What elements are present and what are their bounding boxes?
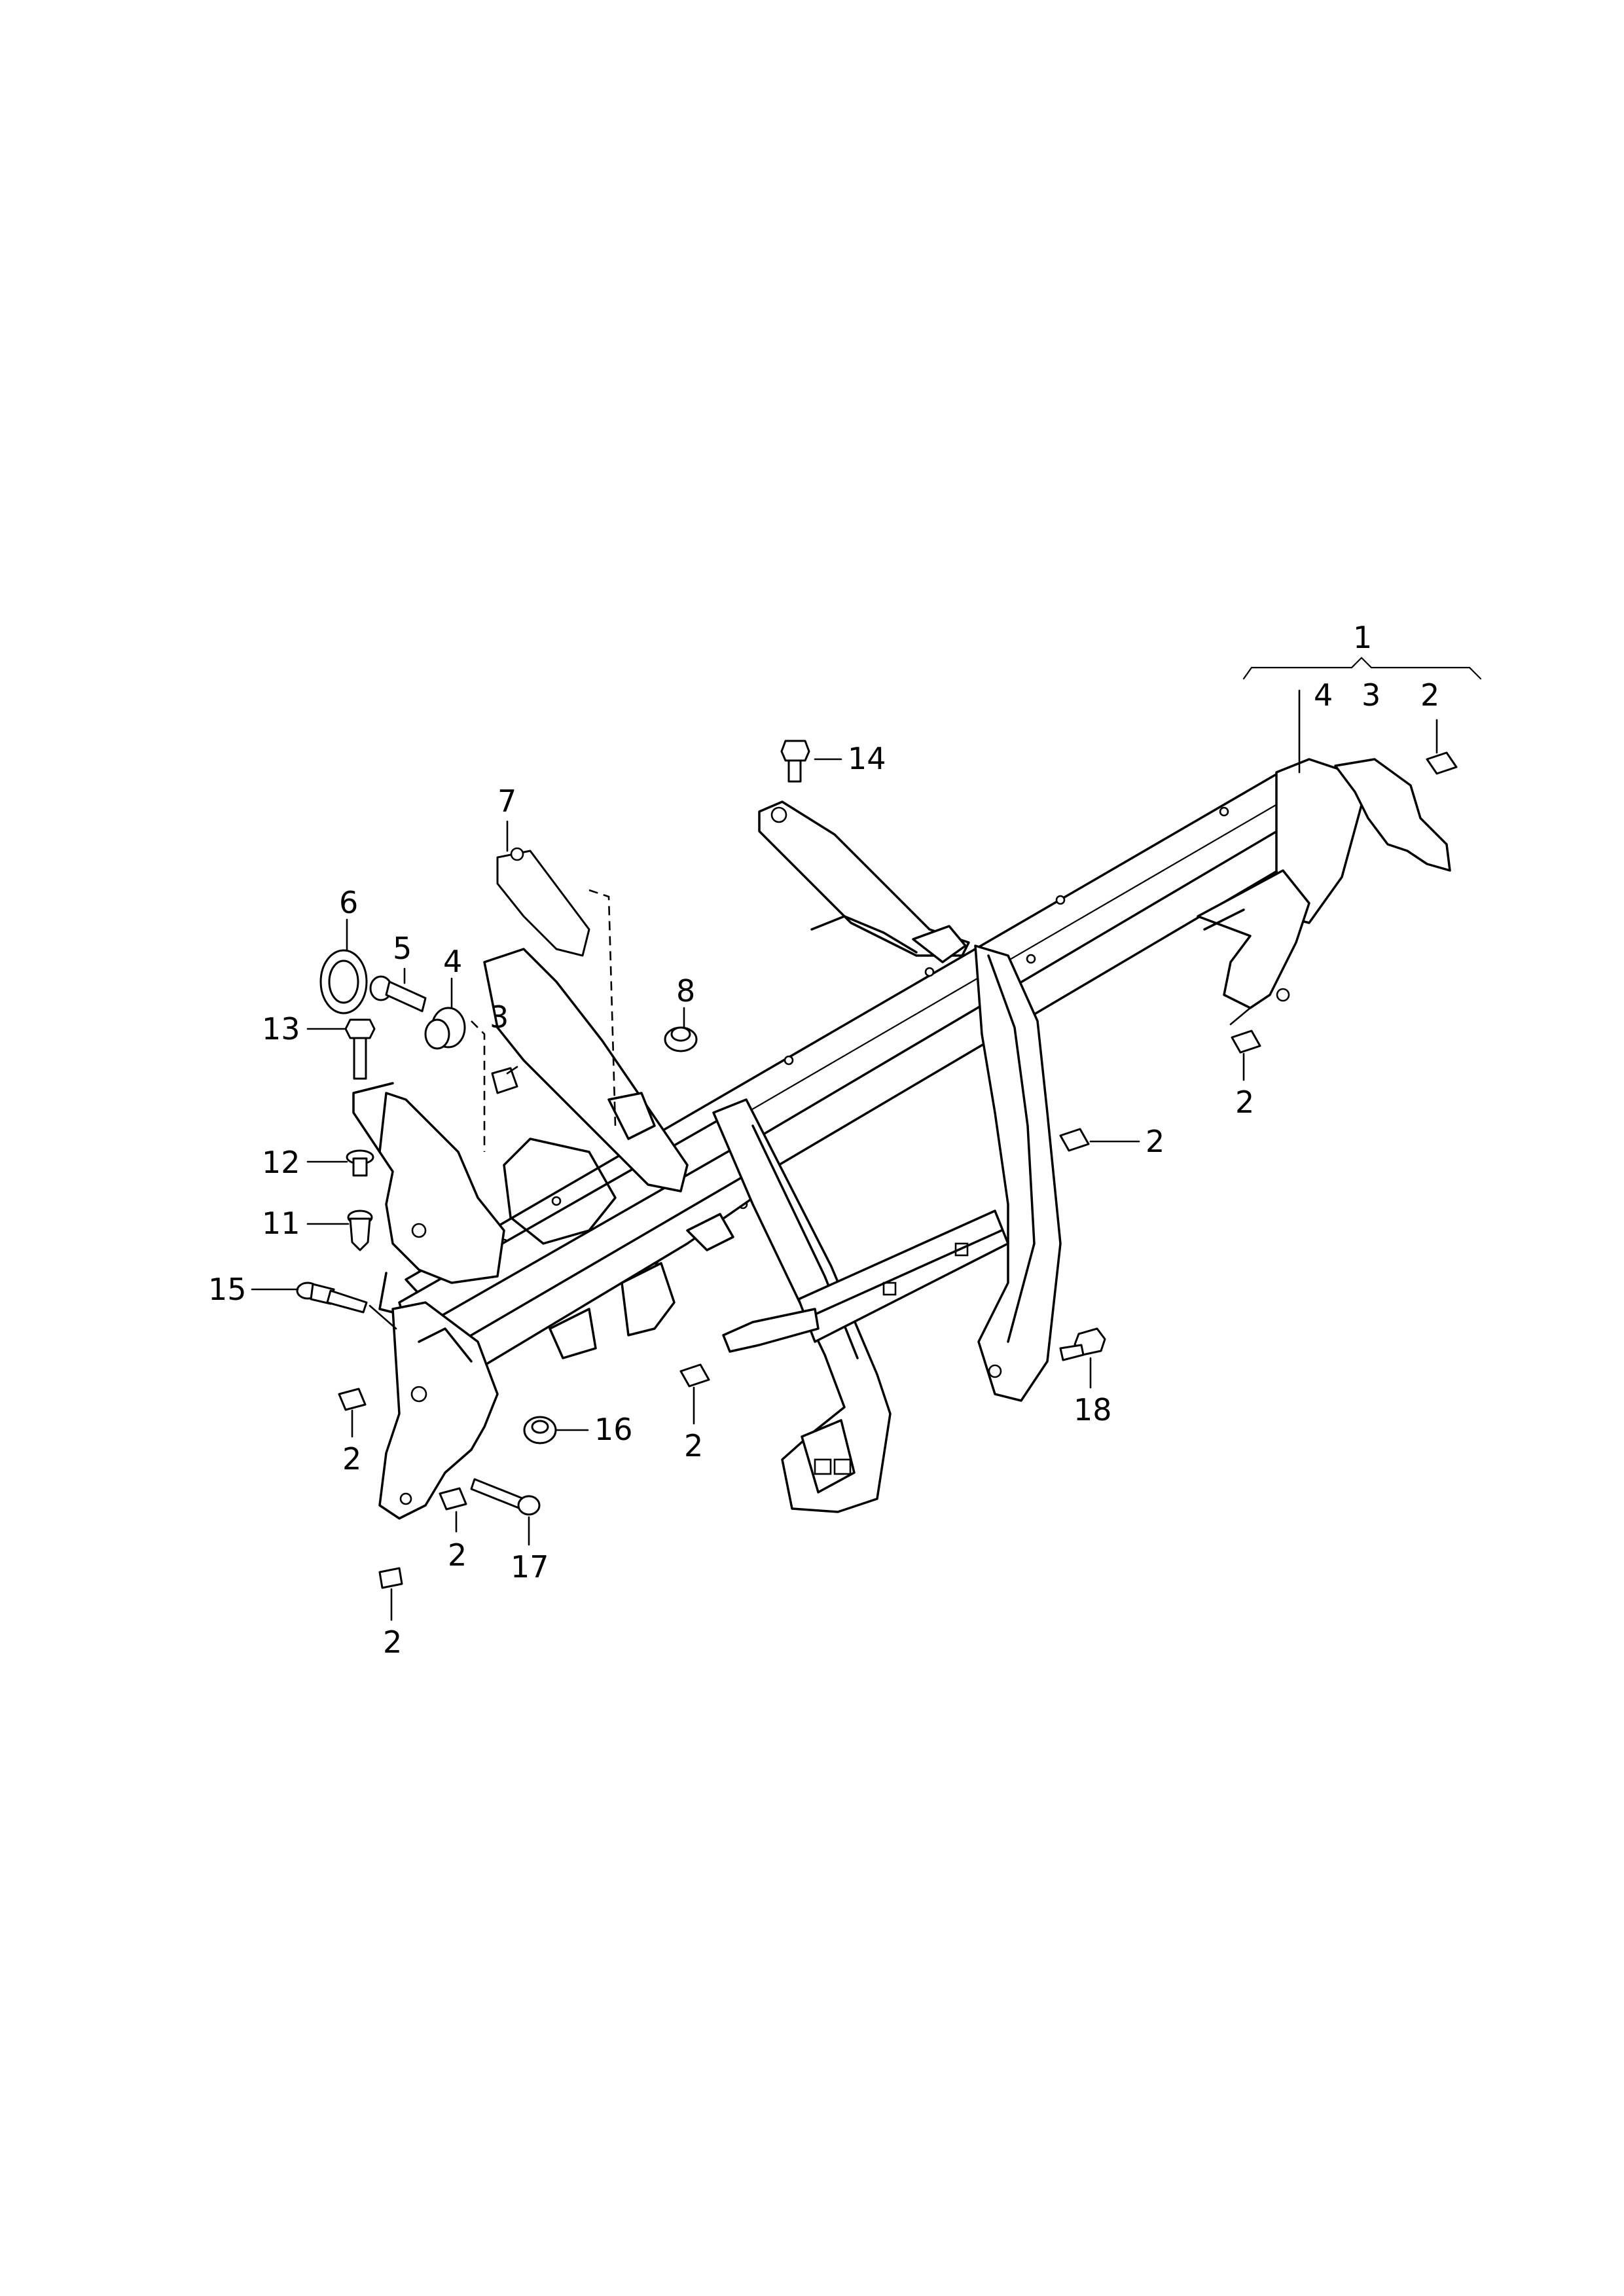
clip-nut-2b xyxy=(1231,1030,1261,1054)
callout-13: 13 xyxy=(262,1011,300,1047)
callout-15: 15 xyxy=(208,1272,247,1307)
clip-nut-2a xyxy=(1426,751,1458,775)
clip-nut-2g xyxy=(378,1567,403,1589)
left-lower-bracket xyxy=(378,1301,499,1520)
column-bracket xyxy=(758,800,970,963)
nut-3 xyxy=(491,1067,518,1094)
right-support-leg xyxy=(974,944,1062,1402)
clip-nut-2e xyxy=(338,1388,367,1411)
assembly-lines xyxy=(471,889,617,1152)
callout-3: 3 xyxy=(490,999,509,1035)
right-end-bracket xyxy=(1197,758,1451,1009)
bolt-13 xyxy=(344,1018,376,1080)
callout-2-bottom: 2 xyxy=(383,1624,402,1660)
grommet-4 xyxy=(424,1007,466,1050)
center-lower-tab xyxy=(722,1308,820,1353)
clip-nut-2d xyxy=(679,1363,710,1388)
callout-6: 6 xyxy=(339,885,358,920)
rivet-12 xyxy=(346,1149,374,1177)
clip-11 xyxy=(347,1210,373,1251)
callout-1: 1 xyxy=(1353,620,1372,655)
callout-4: 4 xyxy=(443,944,462,979)
nut-8 xyxy=(664,1026,698,1052)
clip-nut-2c xyxy=(1059,1128,1090,1152)
callout-4-group: 4 xyxy=(1314,677,1333,713)
callout-14: 14 xyxy=(848,741,886,776)
upper-left-bracket xyxy=(483,948,689,1245)
callout-3-group: 3 xyxy=(1362,677,1380,713)
stud-15 xyxy=(296,1282,368,1314)
callout-2-lower-left: 2 xyxy=(448,1537,467,1573)
callout-12: 12 xyxy=(262,1145,300,1180)
left-end-bracket xyxy=(352,1082,505,1314)
bolt-14 xyxy=(780,740,810,783)
callout-2-center-right: 2 xyxy=(1146,1124,1164,1159)
callout-2-right: 2 xyxy=(1235,1085,1254,1120)
callout-7: 7 xyxy=(497,783,516,819)
bolt-18 xyxy=(1059,1327,1106,1361)
screw-5 xyxy=(369,975,427,1013)
bracket-7 xyxy=(496,847,590,957)
callout-5: 5 xyxy=(393,931,412,966)
callout-2-group: 2 xyxy=(1420,677,1439,713)
callout-2-left: 2 xyxy=(342,1441,361,1477)
callout-labels: 1 4 3 2 14 7 6 5 4 3 8 13 12 11 15 2 2 2… xyxy=(208,620,1439,1660)
bolt-17 xyxy=(470,1478,541,1516)
ring-6 xyxy=(319,949,368,1014)
clip-nut-2f xyxy=(439,1487,467,1511)
callout-17: 17 xyxy=(511,1549,549,1585)
callout-2-center: 2 xyxy=(684,1428,703,1463)
group-bracket xyxy=(1242,656,1482,680)
callout-8: 8 xyxy=(676,973,695,1009)
callout-11: 11 xyxy=(262,1206,300,1241)
callout-18: 18 xyxy=(1074,1392,1112,1427)
leader-lines xyxy=(251,689,1438,1621)
nut-16 xyxy=(523,1416,557,1444)
callout-16: 16 xyxy=(594,1412,633,1447)
